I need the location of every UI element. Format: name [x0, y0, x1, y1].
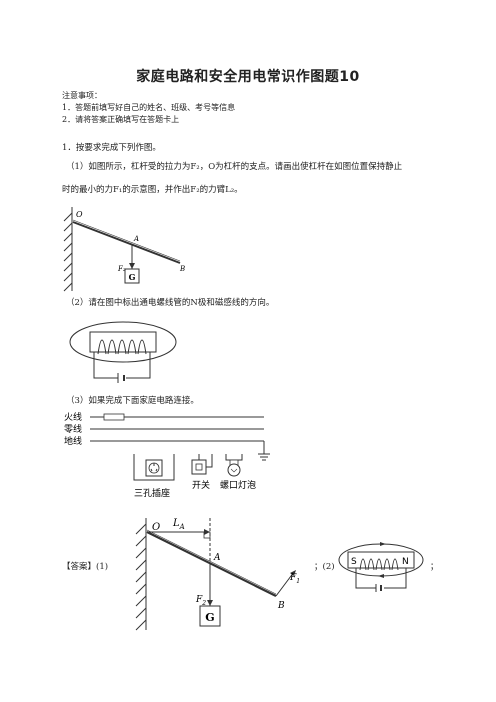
socket-label: 三孔插座 — [134, 487, 170, 499]
answer-solenoid-coil — [359, 558, 399, 571]
south-pole-label: S — [351, 557, 357, 567]
notice-item-1: 1．答题前填写好自己的姓名、班级、考号等信息 — [62, 103, 236, 112]
socket-bracket — [133, 454, 175, 481]
question-part1-line2: 时的最小的力F₁的示意图，并作出F₂的力臂L₂。 — [62, 185, 243, 195]
weight-box — [124, 268, 140, 284]
field-line — [69, 321, 177, 363]
fuse — [103, 413, 125, 421]
field-direction-arrow-top — [380, 542, 386, 546]
solenoid-figure — [69, 321, 177, 383]
answer-end-mark: ； — [430, 562, 439, 572]
point-b-label: B — [179, 265, 185, 273]
ground-wire-label: 地线 — [64, 435, 82, 447]
lever-arm-label: LA — [172, 518, 185, 531]
answer-lever-figure: G O A B LA F1 F2 — [135, 518, 300, 631]
answer-weight-label: G — [205, 611, 214, 624]
notice-heading: 注意事项： — [62, 91, 102, 100]
question-part1-line1: （1）如图所示，杠杆受的拉力为F₂，O为杠杆的支点。请画出使杠杆在如图位置保持静… — [66, 162, 403, 172]
answer-point-b-label: B — [277, 601, 285, 611]
notice-item-2: 2．请将答案正确填写在答题卡上 — [62, 115, 180, 124]
answer-label: 【答案】(1) — [62, 562, 109, 572]
answer-part2-label: ；(2) — [314, 562, 335, 572]
force-f2-label: F₂ — [117, 265, 126, 273]
lever-bar — [72, 221, 181, 264]
answer-force-f2-arrow — [207, 600, 213, 606]
answer-wall — [135, 518, 147, 631]
switch-label: 开关 — [192, 479, 210, 491]
socket-body — [145, 459, 163, 477]
answer-point-a-label: A — [213, 553, 221, 563]
live-wire-label: 火线 — [64, 411, 82, 423]
answer-force-f2-label: F2 — [195, 595, 206, 607]
solenoid-core — [89, 331, 157, 353]
wall — [63, 207, 73, 292]
question-intro: 1．按要求完成下列作图。 — [62, 143, 161, 153]
question-part2: （2）请在图中标出通电螺线管的N极和磁感线的方向。 — [66, 298, 275, 308]
lever-figure: G O A B F₂ — [63, 207, 185, 292]
solenoid-coil — [97, 339, 147, 355]
force-f1-label: F1 — [289, 573, 300, 585]
answer-lever-bar — [146, 531, 277, 597]
neutral-wire-label: 零线 — [64, 423, 82, 435]
answer-solenoid-figure: S N — [338, 542, 424, 592]
page-title: 家庭电路和安全用电常识作图题10 — [136, 69, 360, 85]
bulb-label: 螺口灯泡 — [220, 479, 256, 491]
answer-pivot-label: O — [152, 522, 160, 533]
circuit-wire-left — [93, 352, 118, 379]
household-circuit-figure: 火线 零线 地线 三孔插座 开关 螺口灯泡 — [64, 411, 270, 499]
circuit-wire-right — [126, 352, 151, 379]
point-a-label: A — [133, 235, 139, 243]
force-f1-line — [275, 571, 295, 597]
question-part3: （3）如果完成下面家庭电路连接。 — [66, 396, 199, 406]
north-pole-label: N — [402, 557, 409, 567]
weight-label: G — [129, 272, 136, 282]
force-f1-arrow — [290, 570, 296, 576]
pivot-label: O — [76, 210, 83, 219]
force-f2-arrow — [129, 263, 135, 269]
answer-weight-box — [199, 605, 221, 627]
bulb-glass — [227, 463, 241, 477]
field-direction-arrow-bottom — [378, 574, 384, 578]
answer-solenoid-core — [347, 551, 415, 569]
